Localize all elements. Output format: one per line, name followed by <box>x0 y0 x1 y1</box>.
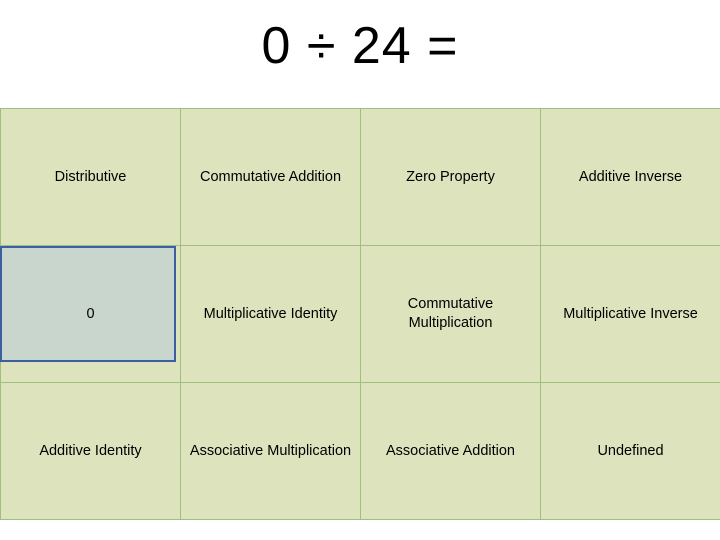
table-row: Additive Identity Associative Multiplica… <box>0 382 720 520</box>
choice-cell-distributive[interactable]: Distributive <box>0 108 181 246</box>
page-title: 0 ÷ 24 = <box>261 17 459 75</box>
choice-cell-undefined[interactable]: Undefined <box>540 382 720 520</box>
choice-cell-zero-answer-label: 0 <box>86 305 95 322</box>
choice-cell-zero-answer[interactable]: 0 <box>0 245 181 383</box>
choice-cell-multiplicative-inverse[interactable]: Multiplicative Inverse <box>540 245 720 383</box>
choice-cell-additive-inverse[interactable]: Additive Inverse <box>540 108 720 246</box>
table-row: Distributive Commutative Addition Zero P… <box>0 108 720 246</box>
choice-cell-zero-property[interactable]: Zero Property <box>360 108 541 246</box>
selection-highlight-box <box>0 246 176 362</box>
choice-cell-commutative-multiplication[interactable]: Commutative Multiplication <box>360 245 541 383</box>
table-row: 0 Multiplicative Identity Commutative Mu… <box>0 245 720 383</box>
choice-cell-associative-multiplication[interactable]: Associative Multiplication <box>180 382 361 520</box>
choice-cell-multiplicative-identity[interactable]: Multiplicative Identity <box>180 245 361 383</box>
choice-cell-additive-identity[interactable]: Additive Identity <box>0 382 181 520</box>
choice-cell-associative-addition[interactable]: Associative Addition <box>360 382 541 520</box>
answer-choice-grid: Distributive Commutative Addition Zero P… <box>0 108 720 520</box>
choice-cell-commutative-addition[interactable]: Commutative Addition <box>180 108 361 246</box>
